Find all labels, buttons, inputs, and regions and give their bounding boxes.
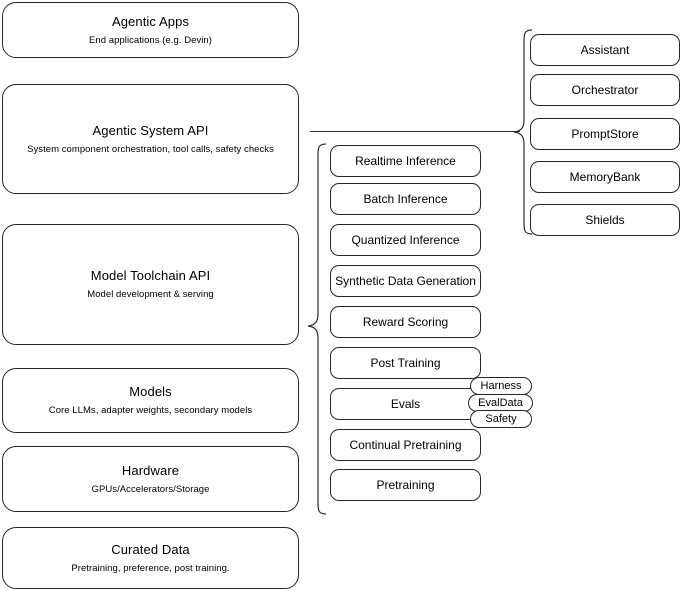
capability-label: Synthetic Data Generation xyxy=(335,274,476,288)
component-label: PromptStore xyxy=(571,127,639,141)
layer-title: Agentic System API xyxy=(92,122,209,138)
capability-box-reward-scoring[interactable]: Reward Scoring xyxy=(330,306,481,338)
system-component-box-memorybank[interactable]: MemoryBank xyxy=(530,161,680,193)
layer-title: Hardware xyxy=(121,462,180,478)
layer-subtitle: End applications (e.g. Devin) xyxy=(89,34,212,46)
capability-box-evals[interactable]: Evals xyxy=(330,388,481,420)
capability-label: Reward Scoring xyxy=(362,315,449,329)
capability-box-batch-inference[interactable]: Batch Inference xyxy=(330,183,481,215)
capability-box-synthetic-data-generation[interactable]: Synthetic Data Generation xyxy=(330,265,481,297)
layer-subtitle: System component orchestration, tool cal… xyxy=(27,143,274,155)
layer-box-agentic-system-api[interactable]: Agentic System API System component orch… xyxy=(2,84,299,194)
capability-box-quantized-inference[interactable]: Quantized Inference xyxy=(330,224,481,256)
capability-box-post-training[interactable]: Post Training xyxy=(330,347,481,379)
component-label: Shields xyxy=(585,213,625,227)
capability-box-realtime-inference[interactable]: Realtime Inference xyxy=(330,145,481,177)
layer-title: Models xyxy=(129,384,172,399)
layer-subtitle: Pretraining, preference, post training. xyxy=(71,562,230,574)
capability-label: Quantized Inference xyxy=(351,233,460,247)
brace-system-components xyxy=(512,28,534,236)
system-component-box-assistant[interactable]: Assistant xyxy=(530,34,680,66)
pill-label: Harness xyxy=(480,380,522,392)
layer-box-models[interactable]: Models Core LLMs, adapter weights, secon… xyxy=(2,368,299,433)
capability-label: Pretraining xyxy=(376,478,435,492)
layer-box-model-toolchain-api[interactable]: Model Toolchain API Model development & … xyxy=(2,224,299,345)
component-label: MemoryBank xyxy=(569,170,641,184)
capability-box-continual-pretraining[interactable]: Continual Pretraining xyxy=(330,429,481,461)
layer-box-hardware[interactable]: Hardware GPUs/Accelerators/Storage xyxy=(2,446,299,512)
system-component-box-shields[interactable]: Shields xyxy=(530,204,680,236)
layer-title: Curated Data xyxy=(111,541,190,557)
layer-subtitle: Model development & serving xyxy=(87,289,214,300)
capability-label: Batch Inference xyxy=(363,192,448,206)
connector-line-system-api xyxy=(310,131,520,132)
evals-subcomponent-harness[interactable]: Harness xyxy=(470,377,532,395)
layer-subtitle: GPUs/Accelerators/Storage xyxy=(91,483,210,495)
pill-label: Safety xyxy=(485,413,517,425)
layer-box-agentic-apps[interactable]: Agentic Apps End applications (e.g. Devi… xyxy=(2,2,299,58)
capability-label: Evals xyxy=(390,397,421,411)
layer-subtitle: Core LLMs, adapter weights, secondary mo… xyxy=(48,405,253,416)
system-component-box-promptstore[interactable]: PromptStore xyxy=(530,118,680,150)
system-component-box-orchestrator[interactable]: Orchestrator xyxy=(530,74,680,106)
pill-label: EvalData xyxy=(478,397,523,409)
capability-label: Post Training xyxy=(370,356,441,370)
layer-box-curated-data[interactable]: Curated Data Pretraining, preference, po… xyxy=(2,527,299,589)
capability-label: Continual Pretraining xyxy=(349,438,462,452)
component-label: Orchestrator xyxy=(571,83,639,97)
layer-title: Agentic Apps xyxy=(111,13,190,29)
brace-toolchain-capabilities xyxy=(306,142,328,516)
evals-subcomponent-safety[interactable]: Safety xyxy=(470,410,532,428)
capability-box-pretraining[interactable]: Pretraining xyxy=(330,469,481,501)
layer-title: Model Toolchain API xyxy=(90,268,211,283)
component-label: Assistant xyxy=(580,43,630,57)
capability-label: Realtime Inference xyxy=(355,154,456,168)
